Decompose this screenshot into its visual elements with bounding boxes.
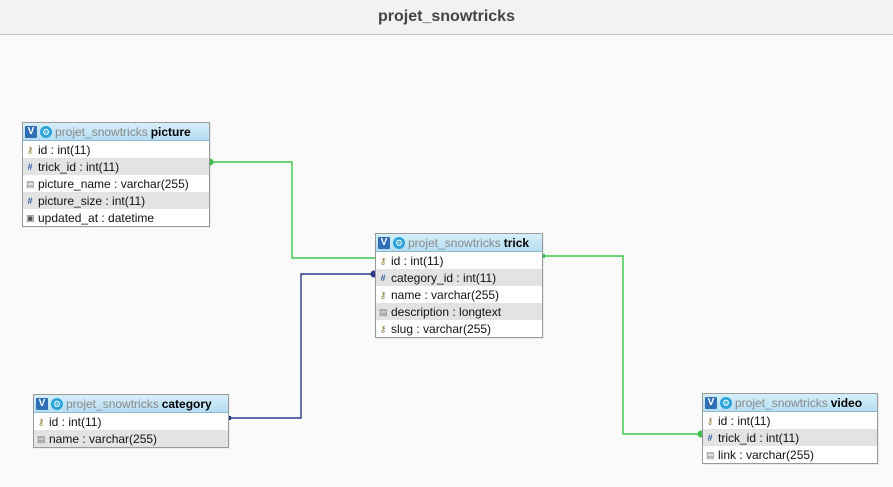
settings-gear-icon[interactable]: ⚙: [720, 396, 732, 409]
database-name: projet_snowtricks: [735, 395, 828, 410]
text-icon: ▤: [37, 433, 46, 444]
column-label: trick_id : int(11): [718, 430, 800, 445]
settings-gear-icon[interactable]: ⚙: [51, 397, 63, 410]
table-header[interactable]: V ⚙ projet_snowtricks category: [34, 395, 228, 413]
table-name: category: [161, 396, 212, 411]
column-row[interactable]: ⚷ slug : varchar(255): [376, 320, 542, 337]
column-label: name : varchar(255): [391, 287, 500, 302]
key-icon: ⚷: [26, 144, 34, 155]
column-row[interactable]: ▤ name : varchar(255): [34, 430, 228, 447]
numeric-icon: #: [707, 432, 713, 443]
column-row[interactable]: # picture_size : int(11): [23, 192, 209, 209]
column-row[interactable]: ⚷ id : int(11): [376, 252, 542, 269]
table-video[interactable]: V ⚙ projet_snowtricks video ⚷ id : int(1…: [702, 393, 878, 464]
table-picture[interactable]: V ⚙ projet_snowtricks picture ⚷ id : int…: [22, 122, 210, 227]
numeric-icon: #: [27, 195, 33, 206]
column-row[interactable]: ⚷ id : int(11): [703, 412, 877, 429]
page-header: projet_snowtricks: [0, 0, 893, 35]
table-header[interactable]: V ⚙ projet_snowtricks picture: [23, 123, 209, 141]
toggle-icon[interactable]: V: [705, 396, 717, 409]
toggle-icon[interactable]: V: [25, 125, 37, 138]
date-icon: ▣: [26, 212, 35, 223]
text-icon: ▤: [379, 306, 388, 317]
column-label: picture_size : int(11): [38, 193, 146, 208]
column-label: category_id : int(11): [391, 270, 497, 285]
key-icon: ⚷: [37, 416, 45, 427]
column-label: link : varchar(255): [718, 447, 815, 462]
table-trick[interactable]: V ⚙ projet_snowtricks trick ⚷ id : int(1…: [375, 233, 543, 338]
page-title: projet_snowtricks: [378, 8, 515, 25]
toggle-icon[interactable]: V: [378, 236, 390, 249]
toggle-icon[interactable]: V: [36, 397, 48, 410]
column-row[interactable]: ⚷ id : int(11): [34, 413, 228, 430]
column-label: id : int(11): [49, 414, 102, 429]
column-row[interactable]: ⚷ id : int(11): [23, 141, 209, 158]
column-row[interactable]: ▤ picture_name : varchar(255): [23, 175, 209, 192]
column-label: id : int(11): [718, 413, 771, 428]
column-row[interactable]: # category_id : int(11): [376, 269, 542, 286]
table-category[interactable]: V ⚙ projet_snowtricks category ⚷ id : in…: [33, 394, 229, 448]
table-name: video: [830, 395, 863, 410]
column-label: picture_name : varchar(255): [38, 176, 189, 191]
numeric-icon: #: [380, 272, 386, 283]
column-label: description : longtext: [391, 304, 502, 319]
column-row[interactable]: # trick_id : int(11): [23, 158, 209, 175]
database-name: projet_snowtricks: [66, 396, 159, 411]
numeric-icon: #: [27, 161, 33, 172]
text-icon: ▤: [706, 449, 715, 460]
column-row[interactable]: ▤ link : varchar(255): [703, 446, 877, 463]
settings-gear-icon[interactable]: ⚙: [40, 125, 52, 138]
text-icon: ▤: [26, 178, 35, 189]
column-label: id : int(11): [38, 142, 91, 157]
column-row[interactable]: ▣ updated_at : datetime: [23, 209, 209, 226]
database-name: projet_snowtricks: [408, 235, 501, 250]
key-icon: ⚷: [379, 323, 387, 334]
table-name: picture: [150, 124, 191, 139]
table-header[interactable]: V ⚙ projet_snowtricks trick: [376, 234, 542, 252]
column-label: trick_id : int(11): [38, 159, 120, 174]
column-label: name : varchar(255): [49, 431, 158, 446]
column-label: id : int(11): [391, 253, 444, 268]
key-icon: ⚷: [379, 255, 387, 266]
settings-gear-icon[interactable]: ⚙: [393, 236, 405, 249]
table-header[interactable]: V ⚙ projet_snowtricks video: [703, 394, 877, 412]
key-icon: ⚷: [379, 289, 387, 300]
database-name: projet_snowtricks: [55, 124, 148, 139]
column-label: slug : varchar(255): [391, 321, 492, 336]
column-row[interactable]: ⚷ name : varchar(255): [376, 286, 542, 303]
column-label: updated_at : datetime: [38, 210, 155, 225]
column-row[interactable]: ▤ description : longtext: [376, 303, 542, 320]
key-icon: ⚷: [706, 415, 714, 426]
table-name: trick: [503, 235, 530, 250]
column-row[interactable]: # trick_id : int(11): [703, 429, 877, 446]
